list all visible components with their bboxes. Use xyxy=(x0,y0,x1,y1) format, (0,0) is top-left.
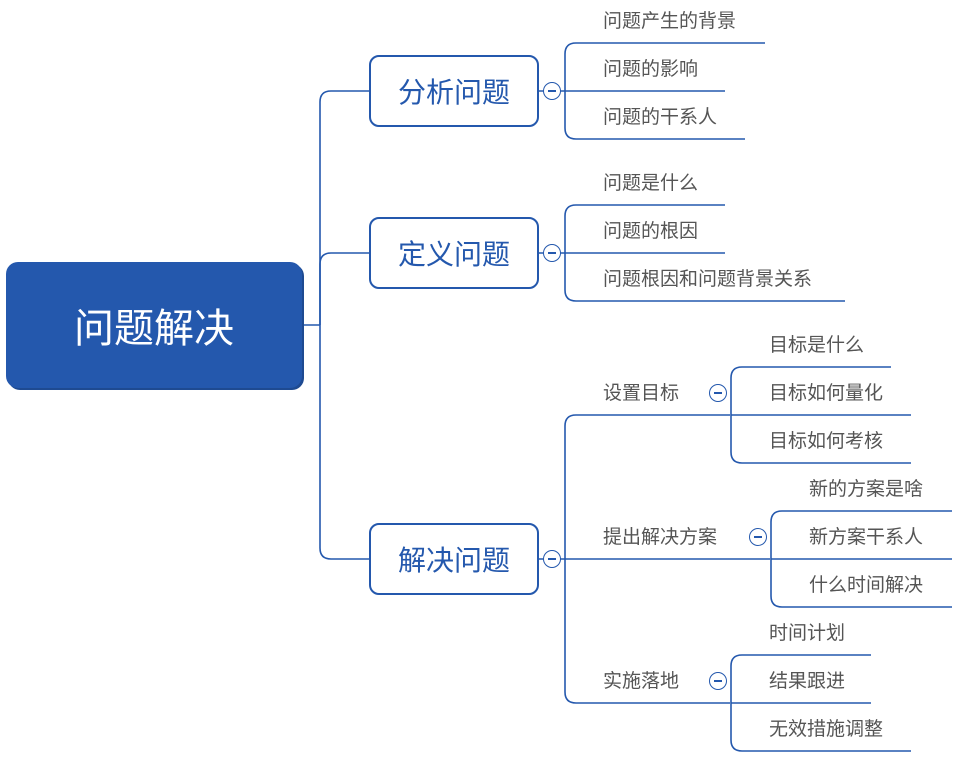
branch-label: 分析问题 xyxy=(397,76,510,109)
leaf-topic[interactable]: 问题的影响 xyxy=(603,58,699,80)
leaf-topic[interactable]: 问题的根因 xyxy=(603,220,699,242)
branch-label: 解决问题 xyxy=(397,544,510,577)
branch-analyze-problem[interactable]: 分析问题 xyxy=(369,55,539,127)
collapse-analyze-minus-circle-icon[interactable] xyxy=(543,82,561,100)
leaf-topic[interactable]: 目标是什么 xyxy=(769,334,865,356)
leaf-topic[interactable]: 什么时间解决 xyxy=(809,574,924,596)
leaf-topic[interactable]: 无效措施调整 xyxy=(769,718,884,740)
leaf-topic[interactable]: 问题产生的背景 xyxy=(603,10,737,32)
leaf-topic[interactable]: 问题根因和问题背景关系 xyxy=(603,268,813,290)
collapse-implement-minus-circle-icon[interactable] xyxy=(709,672,727,690)
subtopic-set-goal[interactable]: 设置目标 xyxy=(603,382,680,404)
leaf-topic[interactable]: 时间计划 xyxy=(769,622,846,644)
root-topic-label: 问题解决 xyxy=(74,306,234,352)
branch-solve-problem[interactable]: 解决问题 xyxy=(369,523,539,595)
leaf-topic[interactable]: 目标如何量化 xyxy=(769,382,884,404)
branch-label: 定义问题 xyxy=(397,238,510,271)
collapse-solve-minus-circle-icon[interactable] xyxy=(543,550,561,568)
leaf-topic[interactable]: 新的方案是啥 xyxy=(809,478,924,500)
leaf-topic[interactable]: 问题是什么 xyxy=(603,172,699,194)
branch-define-problem[interactable]: 定义问题 xyxy=(369,217,539,289)
leaf-topic[interactable]: 结果跟进 xyxy=(769,670,846,692)
leaf-topic[interactable]: 目标如何考核 xyxy=(769,430,884,452)
leaf-topic[interactable]: 问题的干系人 xyxy=(603,106,718,128)
collapse-define-minus-circle-icon[interactable] xyxy=(543,244,561,262)
collapse-solution-minus-circle-icon[interactable] xyxy=(749,528,767,546)
leaf-topic[interactable]: 新方案干系人 xyxy=(809,526,924,548)
subtopic-implement[interactable]: 实施落地 xyxy=(603,670,680,692)
collapse-set-goal-minus-circle-icon[interactable] xyxy=(709,384,727,402)
root-topic[interactable]: 问题解决 xyxy=(6,262,302,388)
subtopic-propose-solution[interactable]: 提出解决方案 xyxy=(603,526,718,548)
